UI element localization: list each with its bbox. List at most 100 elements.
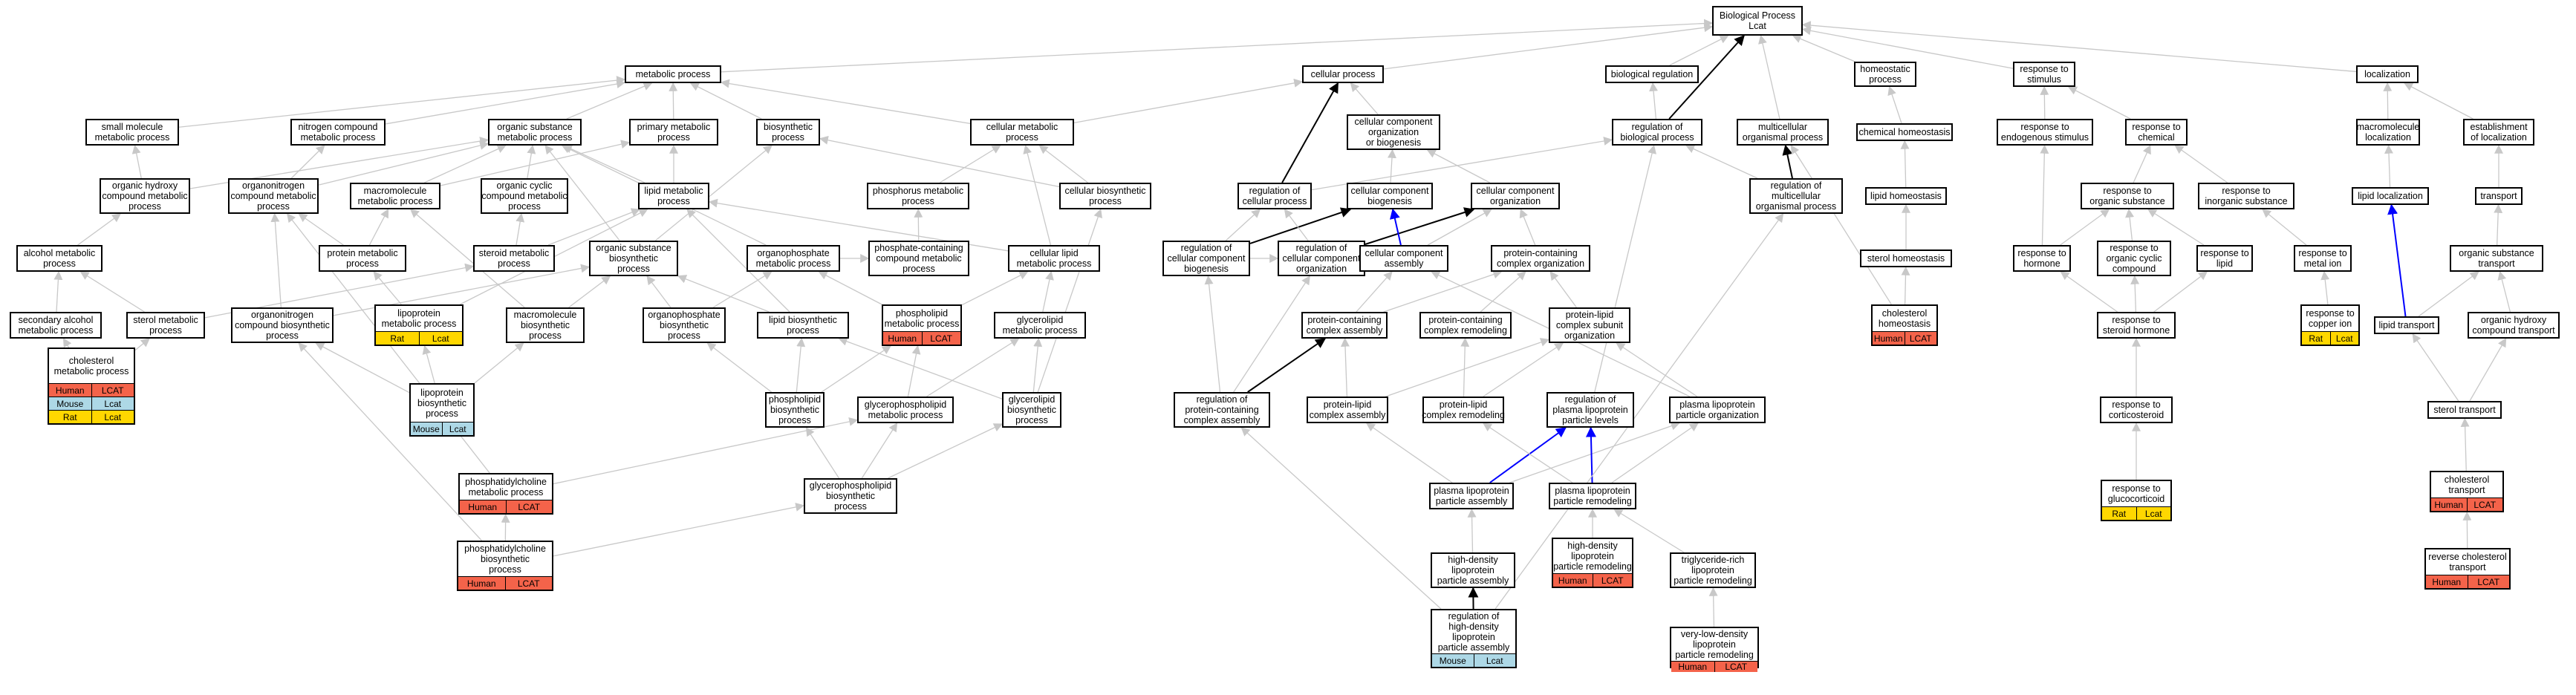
go-term-label-line: organic substance <box>2089 196 2165 206</box>
go-term-label-line: cellular component <box>1365 248 1443 258</box>
go-term-label-line: chemical homeostasis <box>1858 127 1951 137</box>
edge-resp-stim-to-bp <box>1801 26 2014 69</box>
edge-plasma-remodel-to-pl-remodel <box>1483 422 1573 483</box>
edge-pc-bio-to-organonitro-bio <box>298 342 482 541</box>
edge-reg-cc-org-to-cc-org <box>1365 207 1475 245</box>
edge-cc-org-bio-to-cellular <box>1350 82 1379 115</box>
edge-glycerolipid-bio-to-cell-biosyn <box>1037 208 1102 393</box>
go-term-label-line: protein-lipid <box>1565 310 1614 320</box>
edge-org-sub-bio-to-biosyn <box>654 145 773 241</box>
edge-reg-hdl-assembly-to-reg-multi <box>1494 213 1784 610</box>
go-term-label-line: response to <box>2306 308 2355 319</box>
go-term-label-line: regulation of <box>1448 611 1500 621</box>
edge-macromol-bio-to-macromol <box>409 209 525 308</box>
go-term-label-line: cellular component <box>1167 253 1246 264</box>
edge-hdl-assembly-to-plasma-assembly <box>1467 508 1477 553</box>
go-term-label-line: process <box>902 264 935 274</box>
go-term-label-line: alcohol metabolic <box>23 248 96 258</box>
go-term-label-line: lipoprotein <box>1451 565 1494 575</box>
go-term-label-line: protein-lipid <box>1439 399 1488 410</box>
species-cell: Human <box>1553 574 1593 587</box>
go-term-label-line: lipid localization <box>2358 191 2423 201</box>
go-term-label-line: lipid biosynthetic <box>769 315 837 325</box>
go-term-label-line: regulation of <box>1180 243 1232 253</box>
edge-glycerophos-met-to-glycerolipid-met <box>926 338 1020 397</box>
species-cell: Human <box>458 577 505 590</box>
go-term-label-line: process <box>834 501 867 512</box>
go-term-label-line: small molecule <box>101 122 163 132</box>
go-term-label-line: complex assembly <box>1183 415 1261 425</box>
edge-reg-bio-to-bp <box>1668 34 1745 120</box>
edge-phospholipid-bio-to-organophos-bio <box>706 342 773 393</box>
species-cell: Mouse <box>1432 654 1474 667</box>
go-term-label-line: metabolic process <box>18 325 94 336</box>
edge-chem-homeo-to-homeo <box>1887 85 1902 124</box>
go-term-label-line: process <box>508 201 541 212</box>
go-term-label-line: cholesterol <box>2444 474 2490 485</box>
go-term-label-line: organization <box>1564 330 1616 341</box>
edge-lipid-trans-to-lipid-loc <box>2387 203 2407 317</box>
edge-lipid-bio-to-org-sub-bio <box>677 275 770 313</box>
edge-protein-met-to-organonitrogen <box>298 213 344 246</box>
edge-cell-met-to-metabolic <box>720 79 971 125</box>
edge-phospholipid-bio-to-phospholipid-met <box>821 345 891 393</box>
go-term-label: localization <box>2358 67 2417 82</box>
go-term-label: lipid localization <box>2353 189 2427 203</box>
go-term-label-line: regulation of <box>1770 180 1822 191</box>
go-term-label-line: process <box>426 408 458 419</box>
go-term-label-line: metabolic process <box>1016 258 1092 269</box>
gene-cell: LCAT <box>91 384 134 397</box>
species-cell: Human <box>883 332 922 345</box>
go-term-label-line: localization <box>2365 132 2411 143</box>
go-term-label-line: lipid homeostasis <box>1870 191 1942 201</box>
edge-org-sub-trans-to-transport <box>2494 203 2503 246</box>
edge-reg-pc-assembly-to-pc-assembly <box>1247 338 1327 393</box>
go-term-label-line: compound metabolic <box>481 191 567 201</box>
go-term-label-line: process <box>149 325 182 336</box>
edge-resp-cyclic-to-resp-org-sub <box>2125 208 2135 241</box>
edge-cc-assembly-to-cc-org <box>1427 209 1492 246</box>
edge-multicell-to-bp <box>1758 34 1780 120</box>
go-term-label-line: transport <box>2449 562 2486 572</box>
gene-cell: LCAT <box>2466 498 2502 511</box>
go-term-label: metabolic process <box>626 67 720 82</box>
go-term-label-line: metabolic process <box>497 132 573 143</box>
go-term-label-line: steroid metabolic <box>478 248 550 258</box>
go-term-label-line: cellular process <box>1310 69 1376 79</box>
